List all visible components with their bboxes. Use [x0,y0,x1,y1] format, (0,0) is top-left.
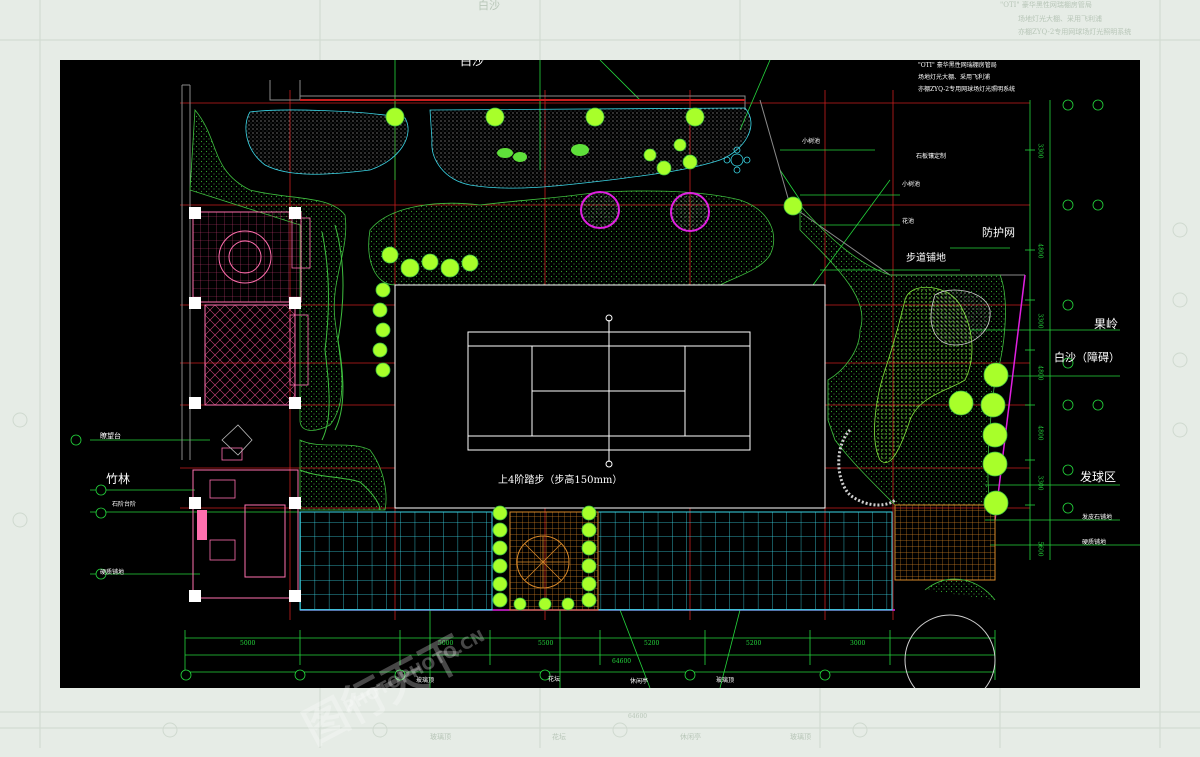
label-stone-stair: 石阶台阶 [112,501,137,508]
dim-6: 3000 [850,640,866,647]
west-building [192,211,311,599]
dim-2: 5000 [438,640,454,647]
note-line1: "OTI" 豪华黑性网瑞棚房管局 [918,62,997,69]
label-glass-roof-1: 玻璃顶 [416,677,435,684]
label-serve-area: 发球区 [1080,470,1117,484]
note-line2: 场地灯光大棚、采用飞利浦 [918,74,991,81]
label-fruit-ridge: 果岭 [1094,317,1119,331]
bg-label-sand: 白沙 [478,0,500,12]
label-dim-total: 64600 [612,658,632,665]
bg-note-line3: 亦棚ZYQ-2专用网球场灯光照明系统 [1018,28,1132,36]
rock-edging [837,428,897,507]
swimming-pools [299,511,893,611]
label-hard-paving: 硬质铺地 [1082,539,1107,546]
bg-label-glass-1: 玻璃顶 [430,733,451,741]
label-planter: 花坛 [548,676,561,683]
label-slate-paving: 发皮石铺地 [1082,514,1113,521]
serve-area-paving [894,504,996,581]
label-stone-seat: 石板镶定制 [916,153,947,160]
bg-note-line2: 场地灯光大棚、采用飞利浦 [1018,15,1102,23]
cad-site-plan: 白沙 "OTI" 豪华黑性网瑞棚房管局 场地灯光大棚、采用飞利浦 亦棚ZYQ-2… [60,60,1140,688]
side-dim-5: 4800 [1036,425,1044,441]
label-white-sand: 白沙 [460,60,485,68]
tennis-court [394,284,826,509]
dim-3: 5500 [538,640,554,647]
dim-4: 5200 [644,640,660,647]
bg-label-planter: 花坛 [552,733,566,741]
label-small-pool-2: 小树池 [902,181,921,188]
pavilion-outline [904,614,996,688]
side-dim-1: 3300 [1036,143,1044,159]
round-table [723,146,751,174]
note-line3: 亦棚ZYQ-2专用网球场灯光照明系统 [918,86,1016,93]
bg-note-line1: "OTI" 豪华黑性网瑞棚房管局 [1000,1,1092,9]
label-small-pool: 小树池 [802,138,821,145]
side-dim-2: 4800 [1036,243,1044,259]
label-flower-bed: 花池 [902,218,915,225]
dim-1: 5000 [240,640,256,647]
label-walk-paving: 步道铺地 [906,253,946,264]
shrub-rows [299,224,381,511]
label-pavilion: 休闲亭 [630,678,649,685]
bg-dim-total: 64600 [628,713,648,720]
bg-label-pavilion: 休闲亭 [680,733,701,741]
label-steps: 上4阶踏步（步高150mm） [498,475,623,486]
bg-label-glass-2: 玻璃顶 [790,733,811,741]
dimension-lines [90,60,1140,688]
side-dim-3: 3300 [1036,313,1044,329]
column-markers [189,207,301,602]
dim-5: 5200 [746,640,762,647]
fence-line [994,274,1026,521]
side-dim-7: 5600 [1036,541,1044,557]
axis-bubbles [70,99,1104,681]
plan-drawing [70,60,1140,688]
label-glass-roof-2: 玻璃顶 [716,677,735,684]
side-dim-6: 3300 [1036,475,1044,491]
side-dim-4: 4800 [1036,365,1044,381]
putting-green [874,286,991,463]
tree-pools [580,191,710,232]
stepping-stones [497,144,589,162]
trees [372,107,1009,611]
label-bamboo: 竹林 [106,472,131,486]
label-fence: 防护网 [982,226,1015,239]
label-white-sand-pebble: 白沙（障碍） [1054,351,1120,364]
label-hard-paving-left: 硬质铺地 [100,569,125,576]
label-viewing-deck: 瞭望台 [100,432,121,440]
